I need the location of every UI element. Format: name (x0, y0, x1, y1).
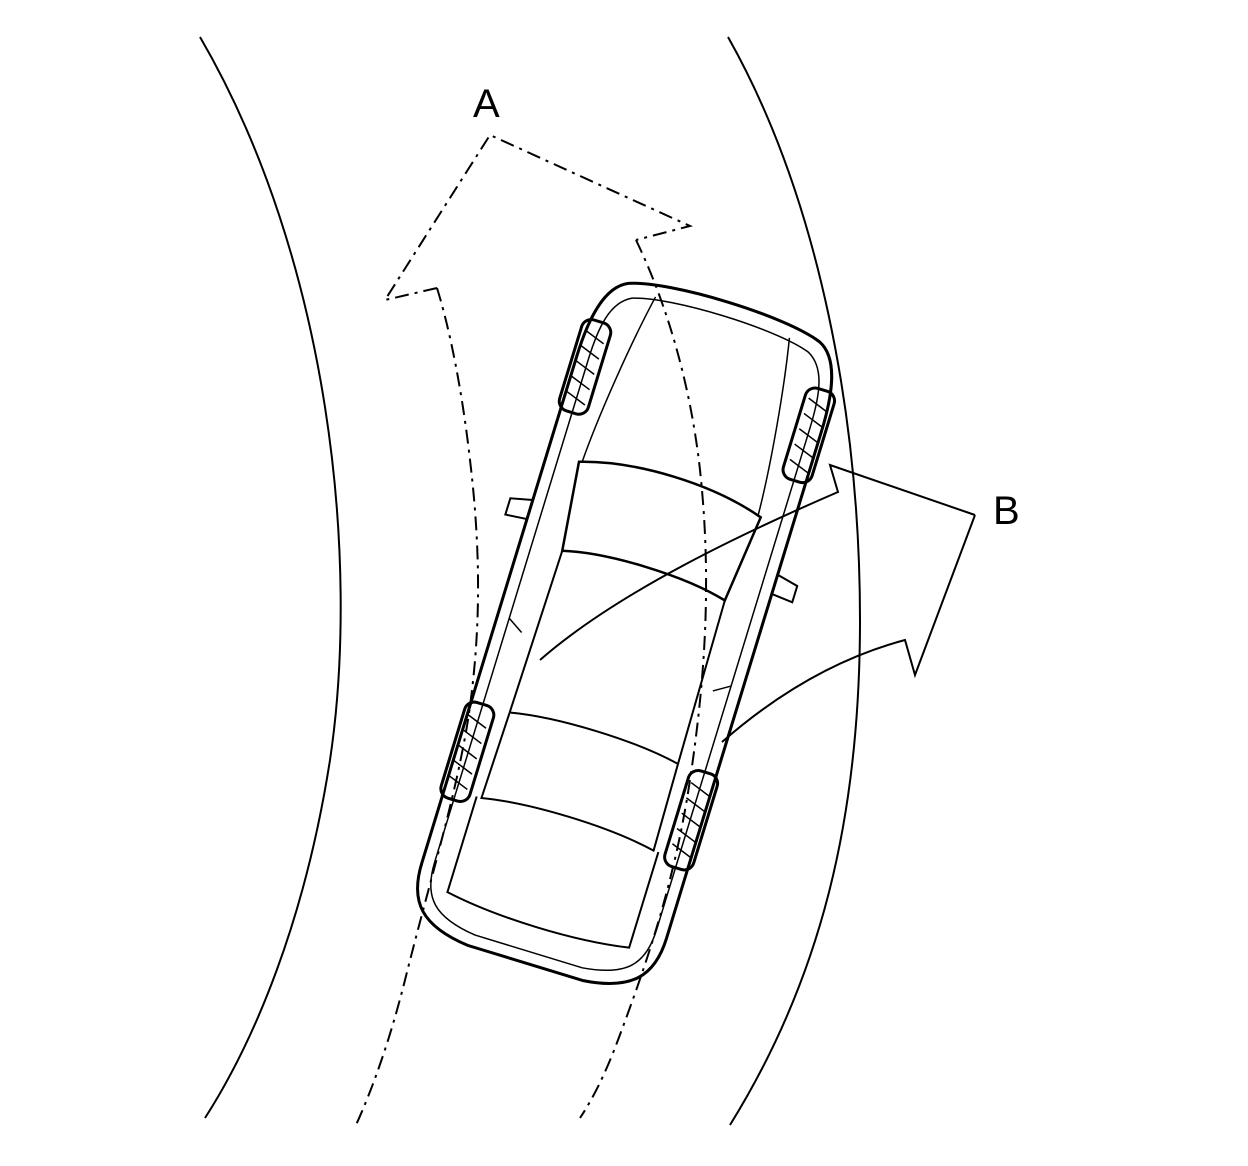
leader-b-upper (539, 463, 976, 661)
vehicle (416, 281, 837, 985)
road-outer-edge (727, 36, 862, 1126)
mirror-right (771, 573, 799, 604)
callout-label-a: A (473, 82, 500, 126)
vehicle-body-outline (416, 281, 834, 985)
door-line-left (508, 617, 523, 633)
vehicle-body-inner-outline (430, 297, 820, 972)
roof (508, 550, 726, 765)
road-inner-edge (199, 36, 342, 1119)
vehicle-path-arrow (355, 133, 708, 1126)
trunk-line (446, 796, 660, 949)
tire-rear-right (663, 769, 720, 872)
door-line-right (712, 685, 732, 692)
leader-b-lower (721, 514, 976, 743)
callout-label-b: B (993, 489, 1020, 533)
roof-rear-line (509, 711, 679, 765)
path-left-line (355, 287, 480, 1126)
tire-front-left (557, 318, 613, 416)
tire-rear-left (439, 700, 496, 804)
arrow-head (382, 133, 693, 302)
rear-window (480, 712, 679, 853)
path-right-line (579, 239, 708, 1119)
hood-line-left (581, 296, 657, 463)
road (199, 36, 862, 1126)
mirror-left (504, 497, 533, 521)
hood-line-right (757, 337, 791, 517)
windshield (560, 460, 763, 603)
tire-front-right (781, 386, 837, 485)
callout-b-leaders (539, 463, 976, 743)
